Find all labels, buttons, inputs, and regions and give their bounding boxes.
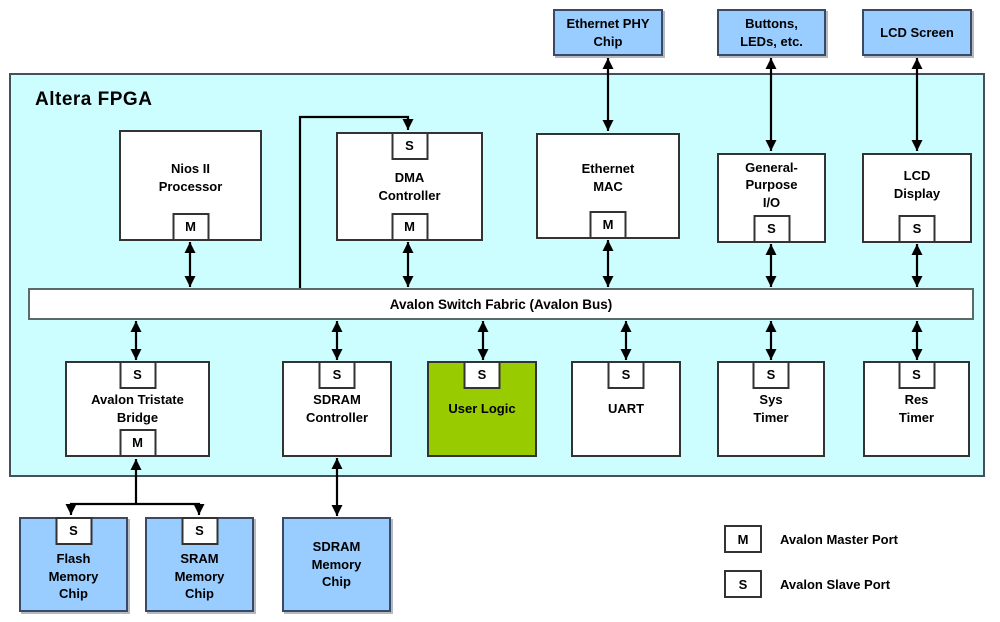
block-general-purpose-io: General- Purpose I/O S — [717, 153, 826, 243]
chip-sdram-memory: SDRAM Memory Chip — [282, 517, 391, 612]
chip-flash-memory: Flash Memory Chip S — [19, 517, 128, 612]
block-label: UART — [607, 401, 645, 417]
avalon-slave-port: S — [898, 215, 936, 243]
avalon-master-port: M — [119, 429, 156, 457]
chip-label: SRAM Memory Chip — [174, 551, 225, 602]
avalon-slave-port: S — [391, 132, 428, 160]
avalon-master-port-symbol: M — [724, 525, 762, 553]
avalon-slave-port: S — [119, 361, 156, 389]
legend-master: M Avalon Master Port — [724, 525, 898, 553]
bus-label: Avalon Switch Fabric (Avalon Bus) — [389, 296, 613, 312]
chip-label: Flash Memory Chip — [48, 551, 99, 602]
block-nios-ii-processor: Nios II Processor M — [119, 130, 262, 241]
block-sys-timer: Sys Timer S — [717, 361, 825, 457]
legend-label: Avalon Master Port — [780, 531, 898, 547]
avalon-slave-port: S — [607, 361, 645, 389]
block-lcd-display: LCD Display S — [862, 153, 972, 243]
block-avalon-tristate-bridge: Avalon Tristate Bridge S M — [65, 361, 210, 457]
block-label: User Logic — [448, 401, 516, 417]
avalon-master-port: M — [391, 213, 428, 241]
legend-slave: S Avalon Slave Port — [724, 570, 890, 598]
avalon-slave-port: S — [463, 361, 501, 389]
avalon-master-port: M — [172, 213, 209, 241]
block-label: General- Purpose I/O — [745, 159, 798, 210]
chip-buttons-leds: Buttons, LEDs, etc. — [717, 9, 826, 56]
block-user-logic: User Logic S — [427, 361, 537, 457]
chip-lcd-screen: LCD Screen — [862, 9, 972, 56]
chip-label: LCD Screen — [880, 24, 954, 40]
block-label: Sys Timer — [753, 392, 789, 425]
avalon-slave-port: S — [753, 215, 790, 243]
avalon-master-port: M — [589, 211, 627, 239]
block-ethernet-mac: Ethernet MAC M — [536, 133, 680, 239]
block-sdram-controller: SDRAM Controller S — [282, 361, 392, 457]
legend-label: Avalon Slave Port — [780, 576, 891, 592]
fpga-title: Altera FPGA — [35, 89, 153, 110]
block-label: DMA Controller — [378, 169, 441, 203]
chip-ethernet-phy: Ethernet PHY Chip — [553, 9, 663, 56]
chip-label: Ethernet PHY Chip — [566, 15, 650, 49]
avalon-slave-port: S — [318, 361, 356, 389]
avalon-slave-port: S — [55, 517, 92, 545]
avalon-slave-port: S — [181, 517, 218, 545]
chip-label: SDRAM Memory Chip — [311, 539, 362, 590]
block-res-timer: Res Timer S — [863, 361, 970, 457]
avalon-switch-fabric-bus: Avalon Switch Fabric (Avalon Bus) — [28, 288, 974, 320]
avalon-slave-port-symbol: S — [724, 570, 762, 598]
bridge-branch-line — [65, 502, 205, 515]
block-label: Ethernet MAC — [581, 161, 635, 194]
avalon-slave-port: S — [898, 361, 935, 389]
block-label: Res Timer — [898, 392, 935, 425]
block-label: Avalon Tristate Bridge — [91, 392, 184, 425]
block-uart: UART S — [571, 361, 681, 457]
avalon-slave-port: S — [752, 361, 790, 389]
block-label: Nios II Processor — [158, 160, 223, 194]
block-dma-controller: DMA Controller S M — [336, 132, 483, 241]
block-label: SDRAM Controller — [305, 392, 369, 425]
block-label: LCD Display — [893, 168, 941, 201]
chip-label: Buttons, LEDs, etc. — [740, 15, 803, 49]
chip-sram-memory: SRAM Memory Chip S — [145, 517, 254, 612]
